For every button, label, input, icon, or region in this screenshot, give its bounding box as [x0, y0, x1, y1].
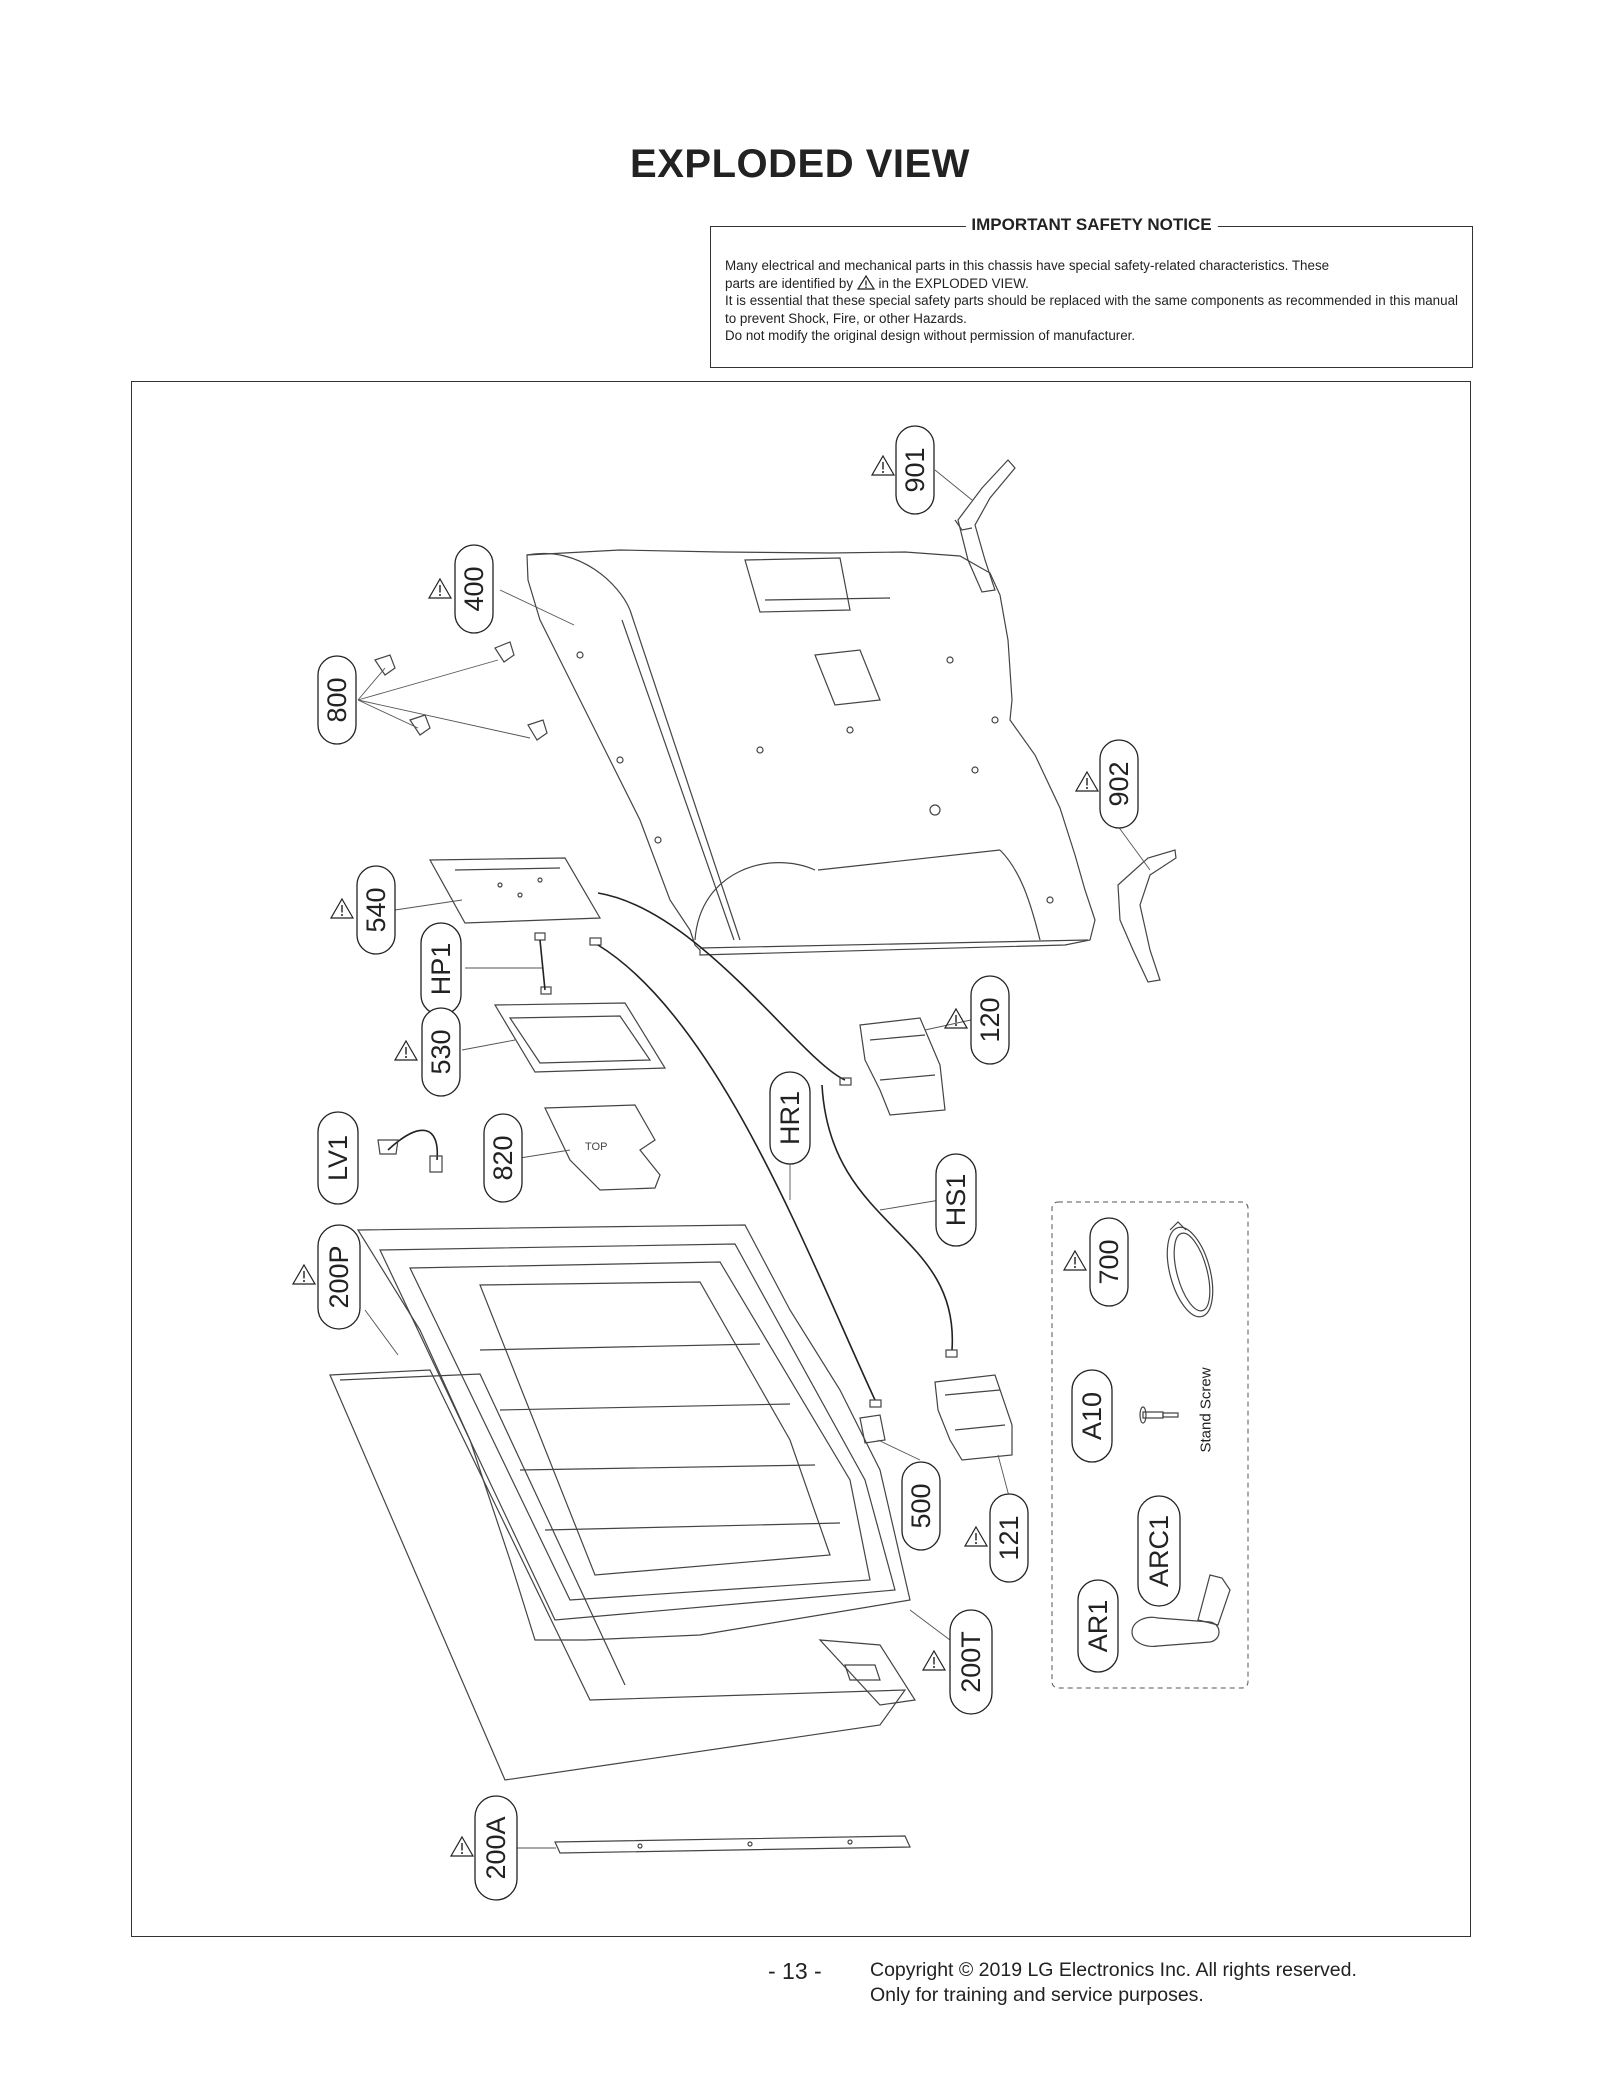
accessory-box: [1051, 1201, 1249, 1689]
clips-800: [374, 641, 548, 741]
usage-line: Only for training and service purposes.: [870, 1984, 1204, 2006]
callout-a10-label: A10: [1077, 1392, 1107, 1440]
callout-400: 400: [428, 544, 494, 634]
callout-901: 901: [871, 425, 935, 515]
callout-800: 800: [317, 655, 357, 745]
warning-triangle-icon: [964, 1526, 988, 1547]
callout-121-label: 121: [994, 1515, 1024, 1560]
safety-notice-body: Many electrical and mechanical parts in …: [725, 257, 1458, 345]
page-title: EXPLODED VIEW: [630, 142, 970, 186]
callout-820-label: 820: [488, 1135, 518, 1180]
callout-200a: 200A: [450, 1795, 518, 1901]
warning-triangle-icon: [922, 1650, 946, 1671]
module-200p: [356, 1224, 911, 1641]
callout-901-label: 901: [900, 447, 930, 492]
callout-120: 120: [944, 975, 1010, 1065]
callout-820: 820: [483, 1113, 523, 1203]
callout-lv1: LV1: [317, 1111, 359, 1205]
callout-800-label: 800: [322, 677, 352, 722]
warning-triangle-icon: [856, 274, 875, 290]
screw-a10: [1139, 1406, 1179, 1424]
callout-ar1: AR1: [1077, 1579, 1119, 1673]
power-cord-700: [1166, 1221, 1214, 1318]
warning-triangle-icon: [330, 898, 354, 919]
warning-triangle-icon: [394, 1040, 418, 1061]
callout-902-label: 902: [1104, 761, 1134, 806]
part-500: [859, 1414, 886, 1444]
panel-200t: [329, 1369, 917, 1781]
callout-500: 500: [901, 1461, 941, 1551]
callout-400-label: 400: [459, 566, 489, 611]
warning-triangle-icon: [1075, 771, 1099, 792]
callout-200t-label: 200T: [956, 1631, 986, 1693]
speaker-120: [859, 1017, 946, 1116]
callout-530-label: 530: [426, 1029, 456, 1074]
warning-triangle-icon: [1063, 1250, 1087, 1271]
exploded-view-frame: [131, 381, 1471, 1937]
safety-notice-box: IMPORTANT SAFETY NOTICE Many electrical …: [710, 215, 1473, 368]
callout-540: 540: [330, 865, 396, 955]
stand-screw-label: Stand Screw: [1198, 1367, 1215, 1452]
back-cover-400: [526, 549, 1096, 956]
warning-triangle-icon: [292, 1264, 316, 1285]
stand-902: [1117, 849, 1177, 983]
remote-ar1: [1131, 1616, 1220, 1647]
main-board-540: [428, 857, 602, 924]
safety-notice-title: IMPORTANT SAFETY NOTICE: [965, 215, 1218, 235]
callout-540-label: 540: [361, 887, 391, 932]
callout-hp1-label: HP1: [426, 943, 456, 996]
notice-line-1: Many electrical and mechanical parts in …: [725, 258, 1330, 273]
callout-200p-label: 200P: [324, 1245, 354, 1308]
cable-hr1: [589, 937, 882, 1408]
callout-lv1-label: LV1: [323, 1135, 353, 1181]
callout-hr1-label: HR1: [775, 1091, 805, 1145]
cable-lv1: [377, 1129, 443, 1173]
notice-line-2-end: in the EXPLODED VIEW.: [878, 275, 1029, 291]
callout-700-label: 700: [1094, 1239, 1124, 1284]
callout-530: 530: [394, 1007, 461, 1097]
footer-copyright: Copyright © 2019 LG Electronics Inc. All…: [870, 1958, 1357, 2008]
callout-arc1: ARC1: [1137, 1495, 1181, 1607]
board-label-top: TOP: [585, 1141, 607, 1153]
callout-hr1: HR1: [769, 1071, 811, 1165]
callout-700: 700: [1063, 1217, 1129, 1307]
callout-ar1-label: AR1: [1083, 1600, 1113, 1653]
callout-200t: 200T: [922, 1609, 993, 1715]
notice-line-2: parts are identified by in the EXPLODED …: [725, 274, 1458, 293]
notice-line-3: It is essential that these special safet…: [725, 293, 1458, 326]
power-board-530: [493, 1002, 667, 1073]
remote-holder-arc1: [1197, 1574, 1231, 1626]
page-number: - 13 -: [768, 1958, 822, 1984]
speaker-121: [934, 1374, 1013, 1461]
speaker-cable-connector: [839, 1077, 852, 1086]
callout-arc1-label: ARC1: [1144, 1515, 1174, 1587]
callout-120-label: 120: [975, 997, 1005, 1042]
stand-901: [954, 459, 1016, 593]
warning-triangle-icon: [450, 1836, 474, 1857]
callout-hs1-label: HS1: [941, 1174, 971, 1227]
part-200a: [554, 1835, 911, 1854]
callout-a10: A10: [1071, 1369, 1113, 1463]
callout-200p: 200P: [292, 1224, 361, 1330]
warning-triangle-icon: [428, 578, 452, 599]
callout-200a-label: 200A: [481, 1816, 511, 1879]
callout-902: 902: [1075, 739, 1139, 829]
insulator-sheet-820: TOP: [544, 1104, 661, 1191]
copyright-line: Copyright © 2019 LG Electronics Inc. All…: [870, 1959, 1357, 1981]
callout-hp1: HP1: [420, 922, 462, 1016]
cable-hp1: [534, 932, 552, 995]
cable-hs1: [821, 1084, 958, 1358]
warning-triangle-icon: [871, 455, 895, 476]
callout-121: 121: [964, 1493, 1029, 1583]
callout-500-label: 500: [906, 1483, 936, 1528]
speaker-cable: [597, 892, 846, 1081]
notice-line-4: Do not modify the original design withou…: [725, 328, 1136, 343]
callout-hs1: HS1: [935, 1153, 977, 1247]
notice-line-2-start: parts are identified by: [725, 275, 854, 291]
